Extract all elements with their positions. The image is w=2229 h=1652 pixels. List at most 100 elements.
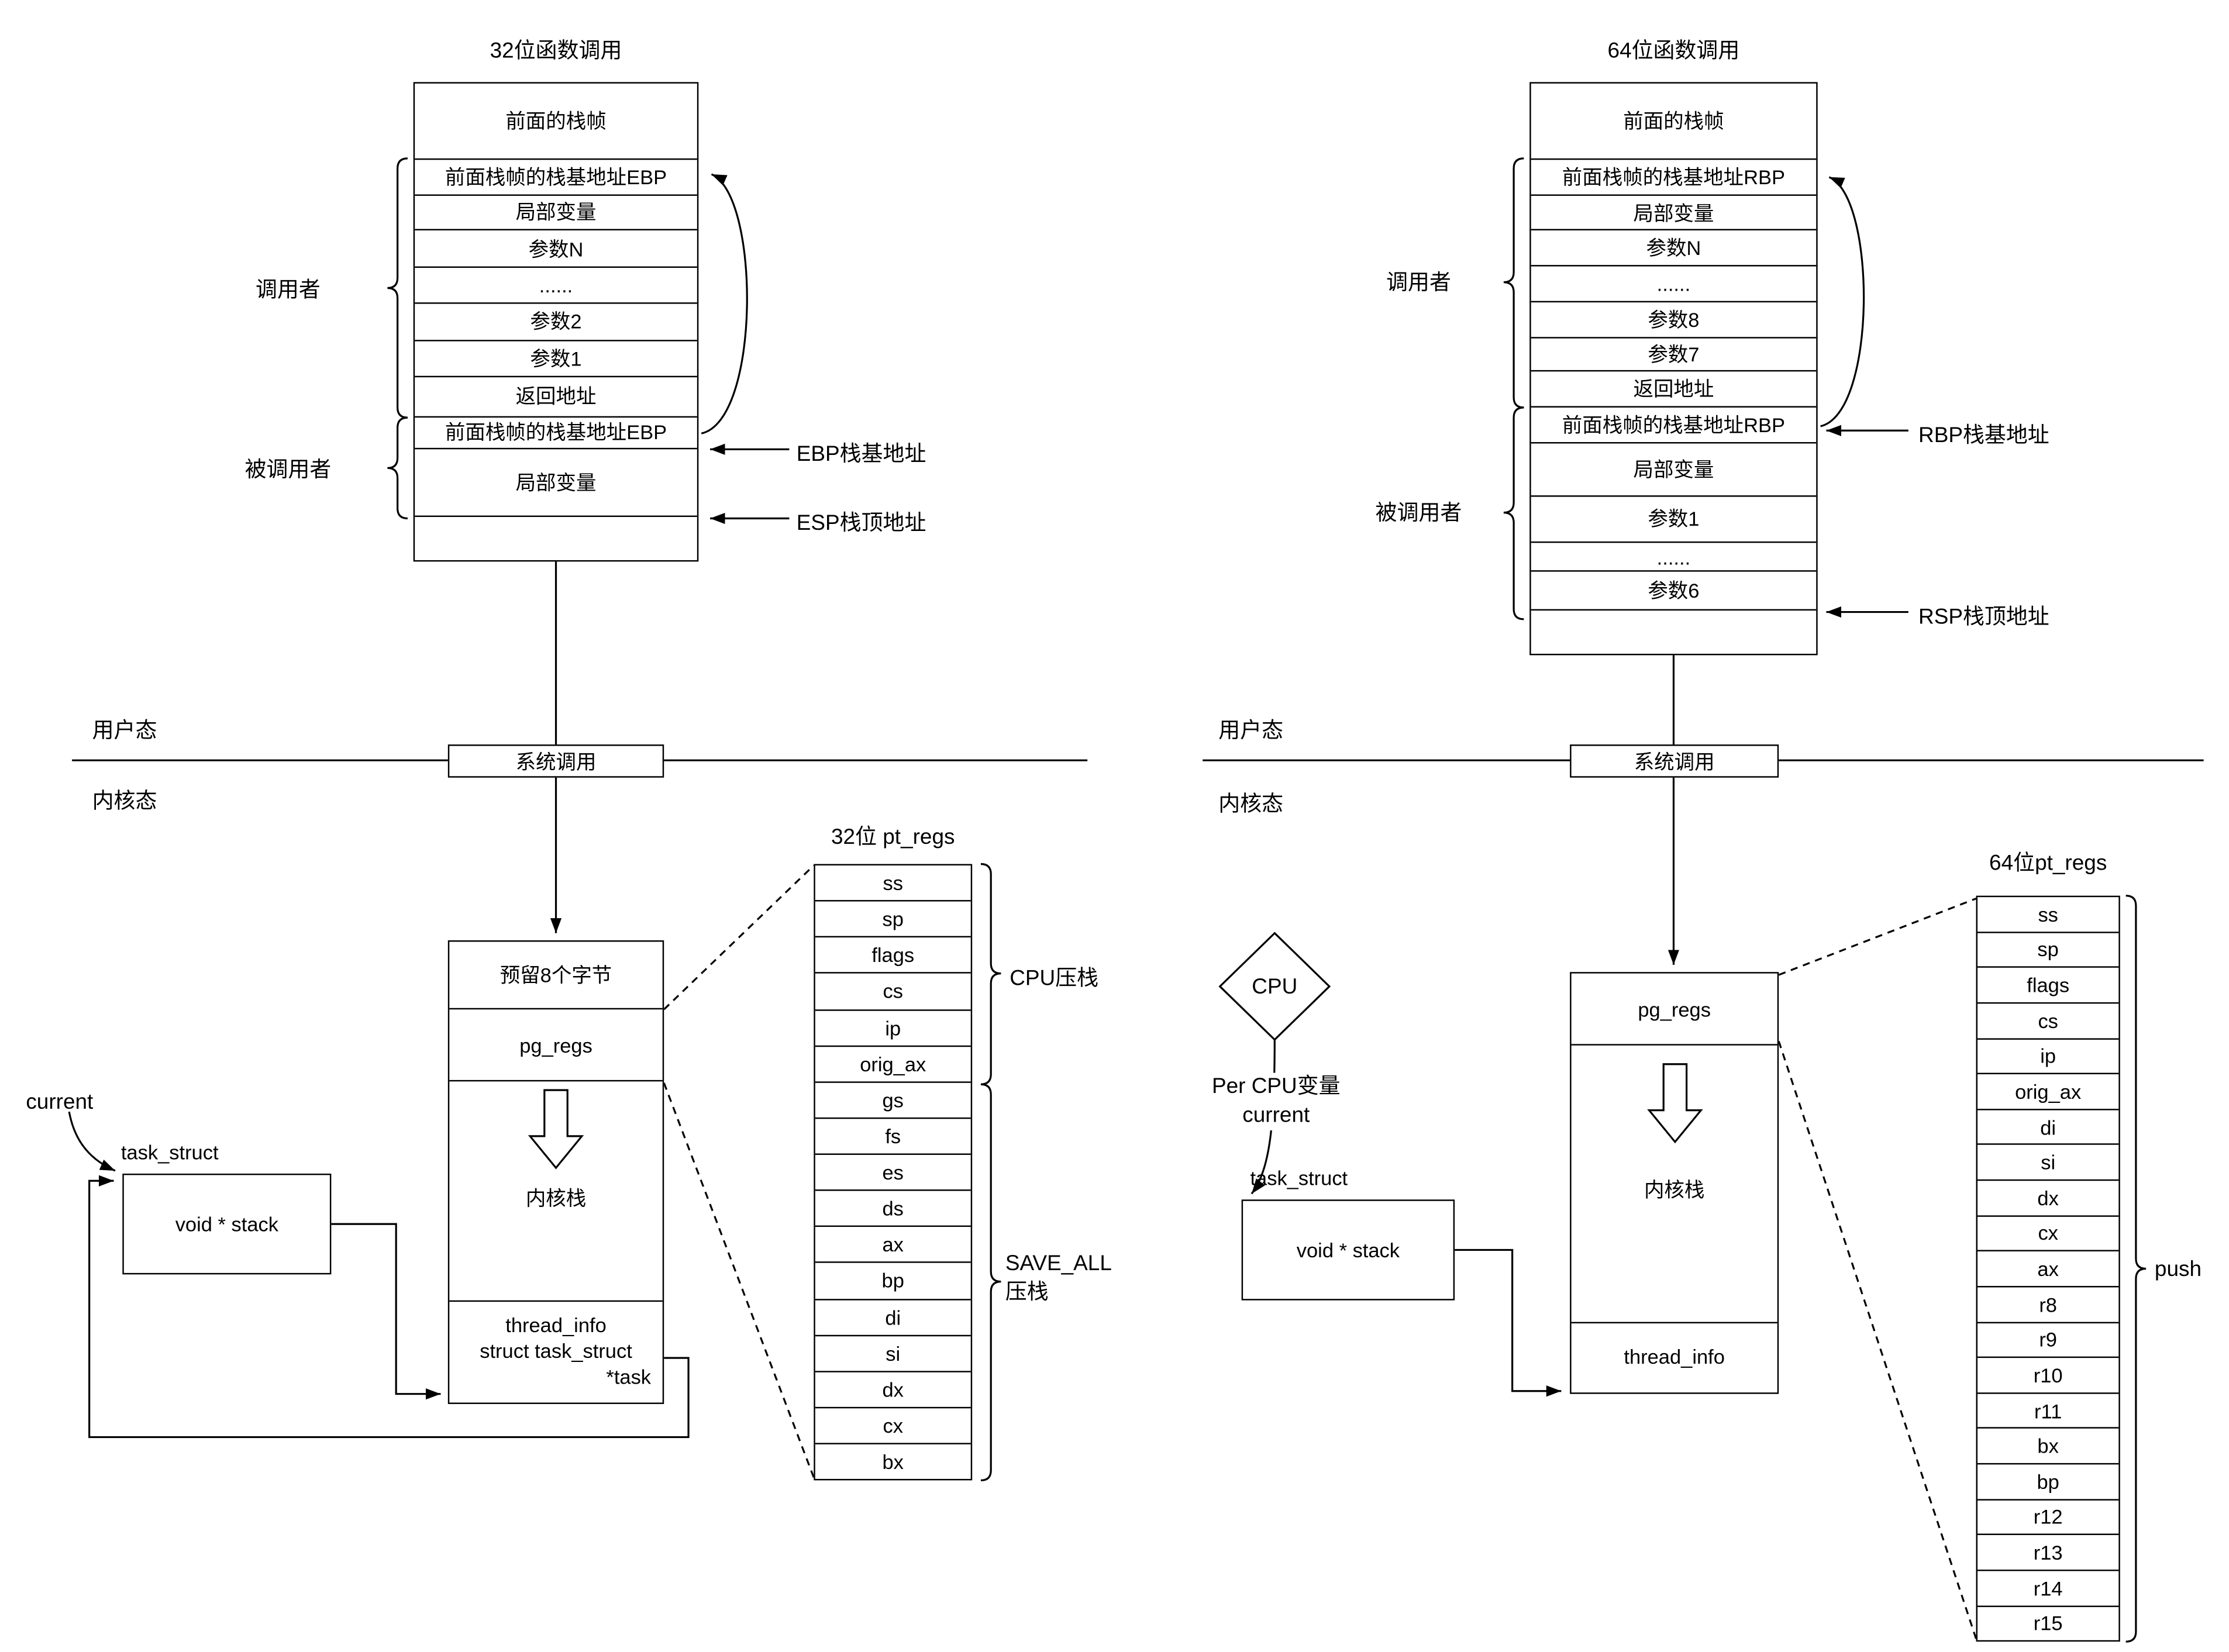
stack-cell-64-7: 返回地址: [1531, 371, 1817, 408]
save-all-brace: [980, 1083, 1001, 1482]
ptregs-cell-64-15: bx: [1977, 1429, 2119, 1465]
ptregs-cell-64-11: r8: [1977, 1287, 2119, 1323]
rsp-label: RSP栈顶地址: [1918, 605, 2049, 630]
ptregs-title-64: 64位pt_regs: [1989, 851, 2107, 876]
ptregs-cell-64-2: flags: [1977, 968, 2119, 1004]
ptregs-map-top-right: [1778, 898, 1977, 976]
stack-cell-64-10: 参数1: [1531, 496, 1817, 544]
grow-down-arrow-icon: [1646, 1063, 1703, 1144]
ptregs-cell-32-13: si: [815, 1336, 971, 1372]
callee-brace-left: [387, 416, 408, 520]
caller-label-right: 调用者: [1386, 270, 1451, 295]
rbp-label: RBP栈基地址: [1918, 423, 2049, 448]
stack-cell-64-9: 局部变量: [1531, 443, 1817, 496]
stack-cell-32-1: 前面栈帧的栈基地址EBP: [415, 160, 697, 195]
ptregs-cell-64-8: dx: [1977, 1181, 2119, 1216]
stack-cell-32-0: 前面的栈帧: [415, 84, 697, 160]
stack-cell-64-0: 前面的栈帧: [1531, 84, 1817, 160]
kernel-stack-area-64: 内核栈: [1571, 1046, 1777, 1324]
ptregs-cell-64-14: r11: [1977, 1394, 2119, 1429]
task-pointer-line: *task: [606, 1365, 652, 1388]
kernel-stack-label-32: 内核栈: [525, 1187, 587, 1210]
stack-cell-32-10: [415, 517, 697, 560]
ptregs-cell-64-1: sp: [1977, 933, 2119, 968]
stack-cell-64-11: ......: [1531, 543, 1817, 572]
ptregs-cell-64-18: r13: [1977, 1536, 2119, 1571]
ptregs-cell-64-3: cs: [1977, 1003, 2119, 1039]
ptregs-cell-64-13: r10: [1977, 1358, 2119, 1394]
ptregs-cell-32-11: bp: [815, 1264, 971, 1300]
task-struct-line: struct task_struct: [480, 1339, 632, 1363]
ptregs-cell-64-10: ax: [1977, 1252, 2119, 1288]
pg-regs-cell-64: pg_regs: [1571, 974, 1777, 1046]
stack-cell-64-4: ......: [1531, 267, 1817, 303]
grow-down-arrow-icon: [528, 1089, 584, 1170]
ptregs-cell-32-9: ds: [815, 1191, 971, 1227]
ptregs-map-top-left: [663, 864, 815, 1010]
stack-cell-64-13: [1531, 611, 1817, 653]
stack-cell-32-5: 参数2: [415, 304, 697, 342]
stack-cell-64-1: 前面栈帧的栈基地址RBP: [1531, 160, 1817, 195]
push-brace: [2125, 895, 2147, 1643]
task-struct-label-left: task_struct: [120, 1140, 219, 1164]
stack-cell-32-6: 参数1: [415, 341, 697, 377]
ptregs-cell-64-6: di: [1977, 1110, 2119, 1146]
ptregs-cell-32-0: ss: [815, 865, 971, 902]
ptregs-cell-32-16: bx: [882, 1450, 904, 1474]
kernel-mode-label-left: 内核态: [92, 789, 157, 814]
thread-info-line: thread_info: [505, 1313, 607, 1337]
user-mode-label-left: 用户态: [92, 718, 157, 743]
esp-label: ESP栈顶地址: [796, 511, 926, 536]
current-arrow-left: [68, 1111, 116, 1172]
ptregs-cell-32-4: ip: [815, 1010, 971, 1047]
stack-cell-32-8: 前面栈帧的栈基地址EBP: [415, 417, 697, 450]
kernel-stack-box-64: pg_regs 内核栈 thread_info: [1570, 972, 1779, 1394]
void-stack-field-right: void * stack: [1296, 1238, 1400, 1262]
kernel-stack-label-64: 内核栈: [1644, 1178, 1705, 1201]
caller-brace-right: [1503, 157, 1524, 409]
left-title: 32位函数调用: [490, 39, 622, 64]
kernel-stack-box-32: 预留8个字节 pg_regs 内核栈 thread_info struct ta…: [447, 940, 664, 1404]
kernel-mode-label-right: 内核态: [1218, 792, 1284, 817]
stack-cell-32-7: 返回地址: [415, 377, 697, 418]
rbp-chain-curve-right: [1820, 176, 1865, 427]
thread-info-cell-64: thread_info: [1624, 1344, 1725, 1368]
task-struct-box-left: void * stack: [122, 1173, 332, 1275]
ptregs-cell-32-2: flags: [815, 938, 971, 974]
cpu-push-brace: [980, 863, 1001, 1085]
task-struct-box-right: void * stack: [1241, 1199, 1455, 1301]
push-label: push: [2154, 1257, 2202, 1282]
right-title: 64位函数调用: [1607, 39, 1740, 64]
stack-cell-64-3: 参数N: [1531, 231, 1817, 267]
task-struct-label-right: task_struct: [1250, 1166, 1348, 1190]
caller-label-left: 调用者: [256, 278, 321, 303]
pg-regs-cell-32: pg_regs: [449, 1009, 663, 1082]
ptregs-cell-32-1: sp: [815, 902, 971, 938]
stack-cell-32-3: 参数N: [415, 231, 697, 268]
ptregs-cell-32-3: cs: [815, 974, 971, 1010]
stack-cell-64-5: 参数8: [1531, 303, 1817, 339]
thread-info-cell-32: thread_info struct task_struct *task: [449, 1302, 662, 1399]
save-all-label: SAVE_ALL 压栈: [1005, 1251, 1112, 1305]
ptregs-cell-64-9: cx: [1977, 1216, 2119, 1252]
cpu-push-label: CPU压栈: [1010, 966, 1099, 991]
per-cpu-current-label: Per CPU变量 current: [1188, 1072, 1364, 1131]
ptregs-cell-32-5: orig_ax: [815, 1046, 971, 1083]
ptregs-cell-32-14: dx: [815, 1372, 971, 1409]
caller-brace-left: [387, 157, 408, 419]
ptregs-cell-32-7: fs: [815, 1119, 971, 1155]
ptregs-cell-64-16: bp: [1977, 1464, 2119, 1501]
syscall-label-right: 系统调用: [1634, 749, 1715, 773]
void-stack-field-left: void * stack: [175, 1212, 278, 1236]
reserved-bytes-cell: 预留8个字节: [449, 941, 663, 1010]
user-mode-label-right: 用户态: [1218, 718, 1284, 743]
stack-cell-64-2: 局部变量: [1531, 195, 1817, 232]
stack-cell-32-4: ......: [415, 268, 697, 304]
stack-cell-32-2: 局部变量: [415, 195, 697, 231]
ptregs-cell-32-15: cx: [815, 1408, 971, 1444]
stack-cell-64-12: 参数6: [1531, 572, 1817, 611]
